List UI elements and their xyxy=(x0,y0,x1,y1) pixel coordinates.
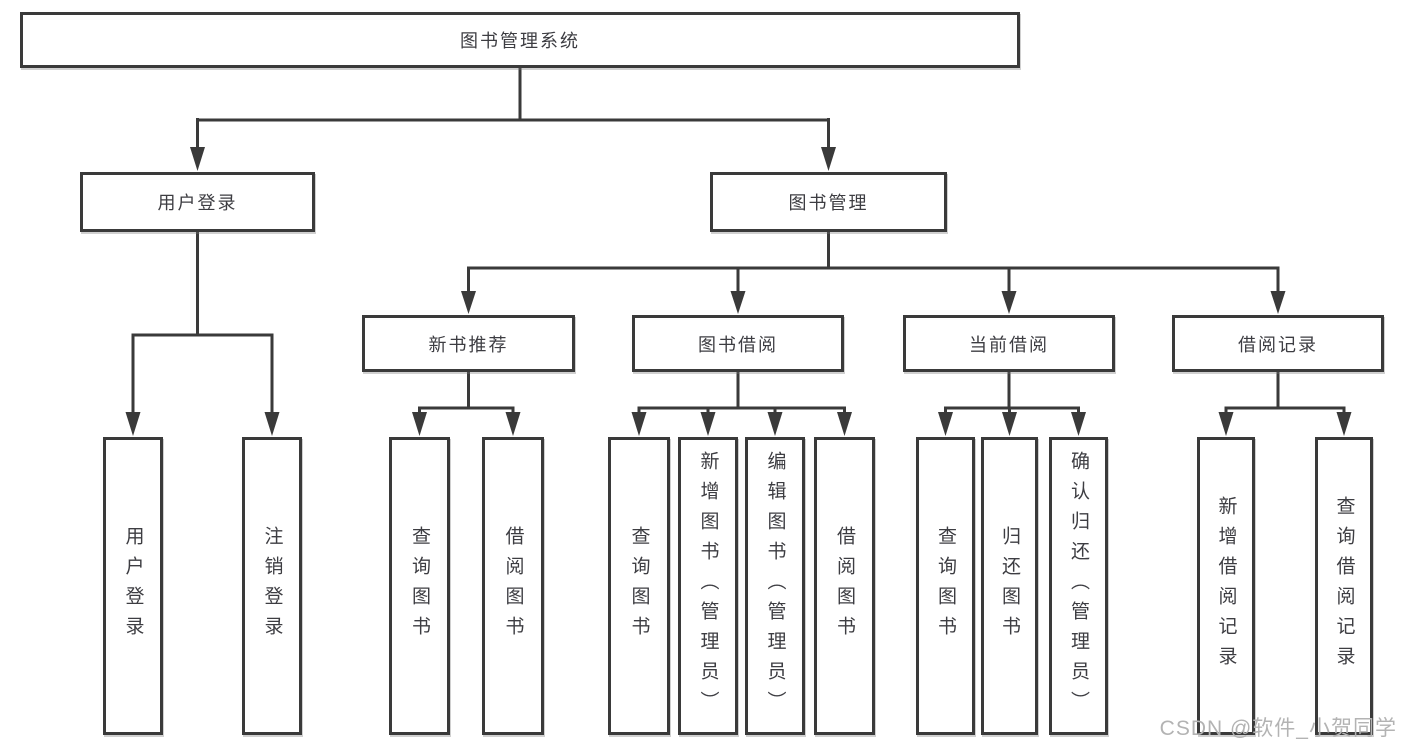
node-borrow-records: 借阅记录 xyxy=(1172,315,1384,372)
leaf-label: 新增图书（管理员） xyxy=(697,451,719,721)
node-label: 新书推荐 xyxy=(428,334,509,355)
node-book-management: 图书管理 xyxy=(710,172,947,232)
leaf-query-borrow-record: 查询借阅记录 xyxy=(1315,437,1373,735)
leaf-edit-books-admin: 编辑图书（管理员） xyxy=(745,437,805,735)
leaf-label: 借阅图书 xyxy=(502,526,524,646)
leaf-label: 查询图书 xyxy=(628,526,650,646)
node-label: 图书管理系统 xyxy=(460,31,580,51)
leaf-label: 注销登录 xyxy=(261,526,283,646)
leaf-logout: 注销登录 xyxy=(242,437,302,735)
leaf-add-books-admin: 新增图书（管理员） xyxy=(678,437,738,735)
node-user-login: 用户登录 xyxy=(80,172,315,232)
leaf-confirm-return-admin: 确认归还（管理员） xyxy=(1049,437,1108,735)
node-book-borrow: 图书借阅 xyxy=(632,315,844,372)
leaf-label: 查询借阅记录 xyxy=(1333,496,1355,676)
leaf-label: 用户登录 xyxy=(122,526,144,646)
node-current-borrow: 当前借阅 xyxy=(903,315,1115,372)
leaf-query-books-recommend: 查询图书 xyxy=(389,437,450,735)
leaf-label: 查询图书 xyxy=(409,526,430,646)
node-label: 图书借阅 xyxy=(698,334,778,355)
leaf-query-books-borrow: 查询图书 xyxy=(608,437,670,735)
leaf-label: 确认归还（管理员） xyxy=(1068,451,1089,721)
leaf-label: 编辑图书（管理员） xyxy=(764,451,786,721)
leaf-query-books-current: 查询图书 xyxy=(916,437,975,735)
node-label: 用户登录 xyxy=(157,193,238,213)
node-label: 图书管理 xyxy=(788,193,869,213)
leaf-label: 查询图书 xyxy=(935,526,956,646)
leaf-borrow-books: 借阅图书 xyxy=(814,437,875,735)
arrowheads xyxy=(125,147,1352,436)
node-label: 借阅记录 xyxy=(1238,334,1318,355)
leaf-label: 新增借阅记录 xyxy=(1215,496,1237,676)
node-new-book-recommend: 新书推荐 xyxy=(362,315,575,372)
leaf-user-login: 用户登录 xyxy=(103,437,163,735)
connector-path xyxy=(131,66,1346,417)
leaf-add-borrow-record: 新增借阅记录 xyxy=(1197,437,1255,735)
leaf-label: 借阅图书 xyxy=(834,526,855,646)
leaf-label: 归还图书 xyxy=(999,526,1020,646)
watermark: CSDN @软件_小贺同学 xyxy=(1159,717,1397,740)
leaf-borrow-books-recommend: 借阅图书 xyxy=(482,437,544,735)
leaf-return-books: 归还图书 xyxy=(981,437,1038,735)
node-library-system: 图书管理系统 xyxy=(20,12,1020,68)
node-label: 当前借阅 xyxy=(969,334,1049,355)
